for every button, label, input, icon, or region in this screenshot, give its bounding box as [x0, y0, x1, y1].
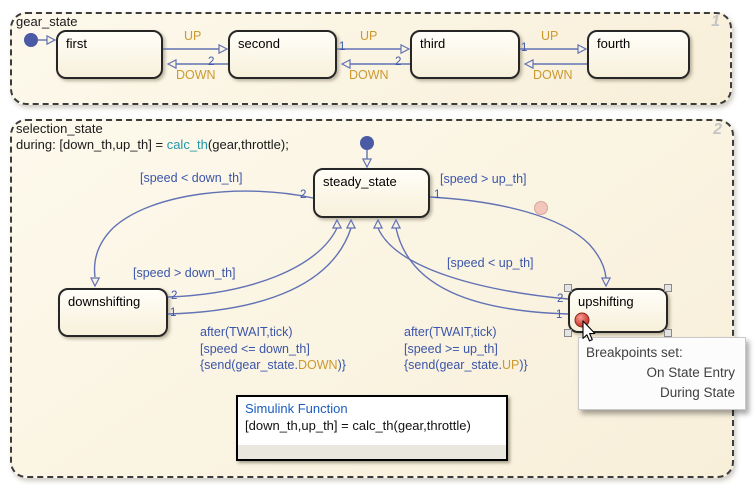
send-prefix: {send(gear_state.: [404, 358, 502, 372]
order-num-steady-1: 1: [434, 189, 441, 201]
mouse-cursor-icon: [582, 320, 596, 342]
state-downshifting-label: downshifting: [68, 294, 141, 309]
order-num-upshift-1: 1: [556, 309, 563, 321]
label-down-2[interactable]: DOWN: [349, 68, 389, 82]
during-prefix: during: [down_th,up_th] =: [16, 137, 167, 152]
order-num-downshift-1: 1: [170, 307, 177, 319]
send-suffix: )}: [337, 358, 346, 372]
state-second-label: second: [238, 36, 280, 51]
send-suffix: )}: [519, 358, 528, 372]
label-down-1[interactable]: DOWN: [176, 68, 216, 82]
state-fourth-label: fourth: [597, 36, 631, 51]
state-second[interactable]: second: [228, 30, 337, 79]
label-down-3[interactable]: DOWN: [533, 68, 573, 82]
state-first[interactable]: first: [56, 30, 163, 79]
breakpoint-entry: On State Entry: [646, 365, 735, 380]
state-third-label: third: [420, 36, 446, 51]
label-speed-lt-up[interactable]: [speed < up_th]: [447, 256, 534, 270]
send-event-up: UP: [502, 358, 520, 372]
label-up-2[interactable]: UP: [360, 29, 378, 43]
label-up-1[interactable]: UP: [184, 29, 202, 43]
order-num-third-up: 1: [521, 42, 528, 54]
state-upshifting-label: upshifting: [578, 294, 634, 309]
simulink-function-strip: [238, 443, 506, 459]
selection-state-title[interactable]: selection_state: [16, 121, 103, 136]
order-num-downshift-2: 2: [171, 290, 178, 302]
after-line: after(TWAIT,tick): [200, 325, 293, 339]
state-steady-state[interactable]: steady_state: [313, 168, 430, 218]
during-suffix: (gear,throttle);: [207, 137, 289, 152]
order-num-third-down: 2: [395, 56, 402, 68]
label-speed-gt-up[interactable]: [speed > up_th]: [440, 172, 527, 186]
state-third[interactable]: third: [410, 30, 520, 79]
breakpoints-tooltip-title: Breakpoints set:: [586, 345, 683, 360]
label-speed-lt-down[interactable]: [speed < down_th]: [140, 171, 243, 185]
state-steady-state-label: steady_state: [323, 174, 397, 189]
label-up-3[interactable]: UP: [541, 29, 559, 43]
state-downshifting[interactable]: downshifting: [58, 288, 168, 337]
order-num-steady-2: 2: [300, 189, 307, 201]
cond-line: [speed >= up_th]: [404, 341, 498, 356]
simulink-function-box[interactable]: Simulink Function [down_th,up_th] = calc…: [236, 395, 508, 461]
simulink-function-title: Simulink Function: [245, 401, 348, 416]
selection-state-during-action[interactable]: during: [down_th,up_th] = calc_th(gear,t…: [16, 137, 289, 152]
state-first-label: first: [66, 36, 87, 51]
simulink-function-signature: [down_th,up_th] = calc_th(gear,throttle): [245, 418, 471, 433]
breakpoints-tooltip: Breakpoints set: On State Entry During S…: [578, 337, 746, 410]
state-fourth[interactable]: fourth: [587, 30, 690, 79]
gear-state-order-badge: 1: [711, 13, 720, 30]
during-function-link[interactable]: calc_th: [166, 137, 208, 152]
order-num-upshift-2: 2: [557, 293, 564, 305]
label-downshift-action[interactable]: after(TWAIT,tick) [speed <= down_th] {se…: [200, 324, 346, 374]
gear-state-title[interactable]: gear_state: [16, 14, 78, 29]
after-line: after(TWAIT,tick): [404, 325, 497, 339]
send-prefix: {send(gear_state.: [200, 358, 298, 372]
breakpoint-during: During State: [659, 385, 735, 400]
selection-state-order-badge: 2: [713, 121, 722, 138]
send-line: {send(gear_state.UP)}: [404, 357, 528, 374]
send-line: {send(gear_state.DOWN)}: [200, 357, 346, 374]
label-speed-gt-down[interactable]: [speed > down_th]: [133, 266, 236, 280]
order-num-second-up: 1: [339, 41, 346, 53]
send-event-down: DOWN: [298, 358, 338, 372]
label-upshift-action[interactable]: after(TWAIT,tick) [speed >= up_th] {send…: [404, 324, 528, 374]
cond-line: [speed <= down_th]: [200, 341, 310, 356]
state-upshifting[interactable]: upshifting: [568, 288, 668, 333]
order-num-second-down: 2: [208, 56, 215, 68]
